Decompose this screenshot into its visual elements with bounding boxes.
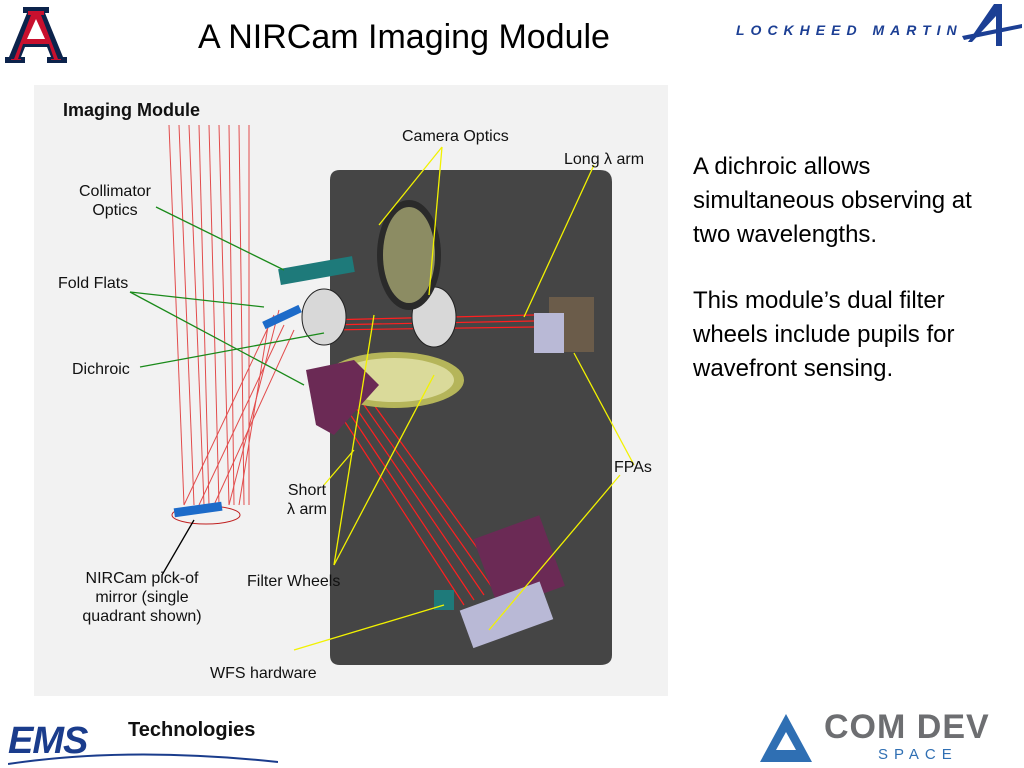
com-dev-wordmark: COM DEV — [824, 708, 990, 746]
camera-optics-label: Camera Optics — [402, 128, 509, 145]
light-beam-pattern — [168, 124, 295, 506]
com-dev-space-wordmark: SPACE — [878, 746, 958, 763]
pickoff-mirror — [171, 501, 241, 525]
lockheed-martin-logo — [962, 4, 1022, 46]
filter-wheel-upper — [377, 200, 441, 310]
long-arm-label: Long λ arm — [564, 151, 645, 168]
university-of-arizona-logo — [5, 7, 67, 63]
fpas-label: FPAs — [614, 459, 652, 476]
pickoff-mirror-label: NIRCam pick-of mirror (single quadrant s… — [82, 570, 202, 625]
short-arm-fpa — [434, 515, 565, 649]
lockheed-martin-wordmark: LOCKHEED MARTIN — [736, 22, 963, 38]
description-text: A dichroic allows simultaneous observing… — [693, 150, 993, 418]
long-arm-fpa — [534, 297, 594, 353]
diagram-heading: Imaging Module — [63, 100, 200, 120]
fold-flat — [262, 304, 302, 330]
camera-optics-barrel-1 — [301, 288, 347, 346]
collimator-mount — [278, 256, 355, 285]
ems-technologies-logo: EMS Technologies — [8, 716, 278, 766]
com-dev-logo: COM DEV SPACE — [756, 706, 1024, 768]
dichroic-label: Dichroic — [72, 361, 130, 378]
dichroic-housing — [306, 360, 379, 435]
description-paragraph-2: This module’s dual filter wheels include… — [693, 287, 955, 382]
diagram-illustration — [129, 124, 635, 665]
ems-wordmark: EMS — [8, 720, 88, 762]
imaging-module-diagram: Imaging Module Camera Optics Long λ arm … — [34, 85, 668, 696]
filter-wheels-label: Filter Wheels — [247, 573, 341, 590]
fold-flats-label: Fold Flats — [58, 275, 129, 292]
ems-logo-shape — [8, 753, 278, 765]
page-title: A NIRCam Imaging Module — [198, 18, 610, 56]
wfs-hardware-label: WFS hardware — [210, 665, 317, 682]
com-dev-emblem — [760, 714, 812, 762]
collimator-optics-label: Collimator Optics — [78, 183, 151, 219]
leader-lines — [129, 146, 635, 651]
ems-sub-wordmark: Technologies — [128, 719, 256, 741]
short-arm-label: Short λ arm — [287, 482, 327, 518]
description-paragraph-1: A dichroic allows simultaneous observing… — [693, 153, 972, 248]
